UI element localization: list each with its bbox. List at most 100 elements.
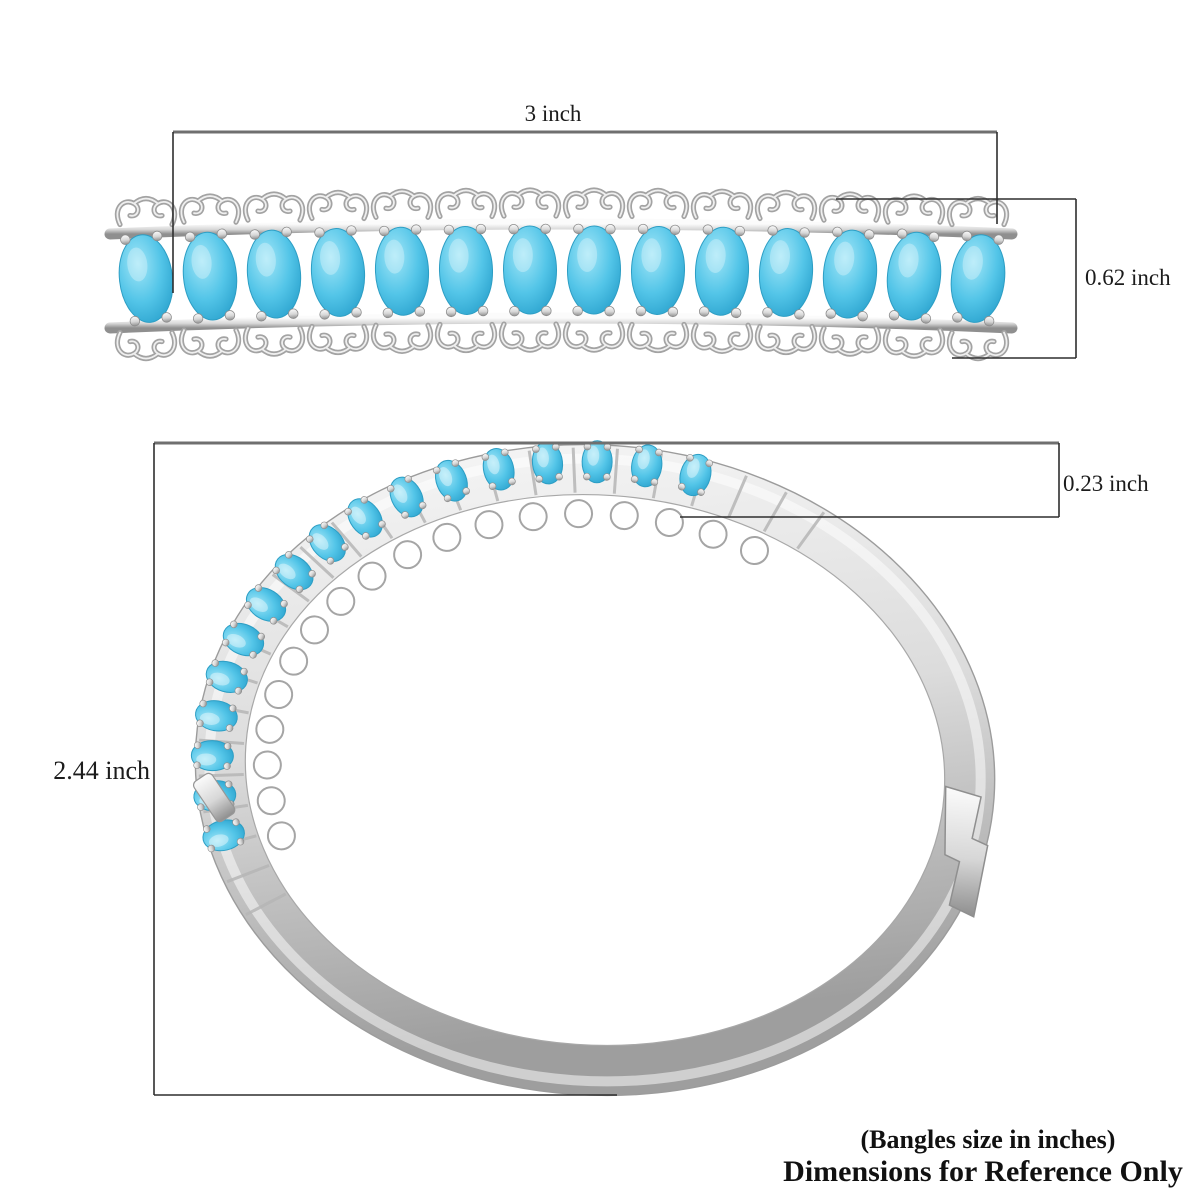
prong	[462, 487, 470, 495]
prong	[698, 306, 710, 317]
prong	[669, 224, 681, 236]
filigree-motif	[370, 322, 434, 354]
turquoise-stone	[221, 620, 265, 659]
prong	[281, 226, 292, 238]
band-inner-edge	[244, 493, 946, 1047]
prong	[404, 475, 412, 483]
turquoise-stone	[886, 228, 942, 324]
prong	[257, 632, 265, 641]
turquoise-stone	[566, 223, 622, 317]
prong	[432, 466, 441, 475]
gallery-ridge	[571, 447, 577, 493]
prong	[508, 223, 519, 235]
prong	[192, 313, 204, 324]
prong	[541, 305, 552, 317]
openwork-circle	[252, 750, 282, 780]
prong	[319, 309, 330, 320]
prong	[896, 228, 908, 239]
prong	[232, 818, 240, 826]
prong	[418, 501, 427, 510]
footer-note-size: (Bangles size in inches)	[861, 1125, 1116, 1154]
prong	[234, 687, 243, 695]
clasp	[944, 785, 989, 918]
prong	[477, 305, 489, 317]
prong	[151, 230, 163, 242]
perspective-decorations	[190, 440, 996, 1097]
turquoise-stone	[432, 459, 470, 503]
bangle-lower-rail	[104, 312, 1018, 334]
prong	[362, 532, 370, 540]
filigree-motif	[114, 329, 178, 362]
prong	[794, 309, 805, 320]
turquoise-stone	[630, 444, 663, 488]
prong	[445, 306, 457, 318]
prong	[702, 224, 714, 235]
prong	[269, 617, 278, 625]
prong	[254, 584, 263, 592]
openwork-circle	[432, 522, 462, 552]
prong	[734, 225, 746, 237]
prong	[535, 475, 543, 483]
prong	[378, 520, 386, 528]
prong	[295, 585, 304, 594]
bangle-side-view	[104, 187, 1018, 362]
filigree-motif	[626, 321, 690, 354]
prong	[129, 315, 141, 327]
prong	[572, 305, 583, 317]
gallery-ridge	[762, 491, 788, 533]
prong	[196, 719, 204, 728]
prong	[540, 223, 551, 235]
openwork-circle	[474, 510, 504, 540]
prong	[256, 311, 267, 322]
prong	[414, 306, 426, 317]
turquoise-stone	[202, 818, 245, 853]
prong	[475, 223, 487, 235]
prong	[272, 566, 280, 575]
prong	[240, 667, 248, 676]
openwork-circle	[264, 680, 294, 710]
prong	[244, 601, 252, 609]
prong	[249, 651, 257, 659]
prong	[308, 569, 316, 578]
diameter-dimension-label: 2.44 inch	[53, 756, 150, 785]
prong	[928, 231, 940, 243]
filigree-motif	[818, 191, 882, 223]
prong	[344, 507, 352, 516]
prong	[555, 473, 563, 481]
prong	[637, 223, 649, 235]
turquoise-stone	[822, 226, 878, 322]
prong	[120, 234, 131, 245]
width-dimension-label: 3 inch	[525, 101, 582, 126]
filigree-motif	[498, 321, 562, 353]
openwork-circle	[518, 502, 548, 532]
openwork-circle	[255, 714, 285, 744]
prong	[603, 473, 611, 481]
prong	[604, 305, 615, 317]
prong	[216, 228, 228, 239]
turquoise-stone	[694, 224, 750, 319]
prong	[767, 225, 778, 236]
footer-notes: (Bangles size in inches) Dimensions for …	[783, 1125, 1183, 1188]
filigree-motif	[690, 322, 754, 354]
filigree-motif	[242, 191, 306, 223]
filigree-motif	[754, 189, 818, 222]
prong	[410, 224, 422, 235]
prong	[488, 482, 497, 490]
prong	[378, 225, 390, 237]
turquoise-stone	[205, 659, 248, 695]
prong	[762, 307, 773, 318]
filigree-motif	[882, 327, 946, 359]
openwork-circle	[609, 501, 639, 531]
gallery-ridge	[612, 448, 619, 494]
prong	[184, 231, 196, 243]
filigree-motif	[562, 187, 626, 219]
turquoise-stone	[244, 584, 288, 625]
prong	[952, 312, 963, 323]
prong	[280, 599, 288, 608]
turquoise-stone	[531, 441, 564, 485]
side-view-decorations	[114, 187, 1010, 362]
prong	[864, 229, 875, 240]
filigree-motif	[306, 323, 370, 356]
prong	[509, 305, 520, 317]
